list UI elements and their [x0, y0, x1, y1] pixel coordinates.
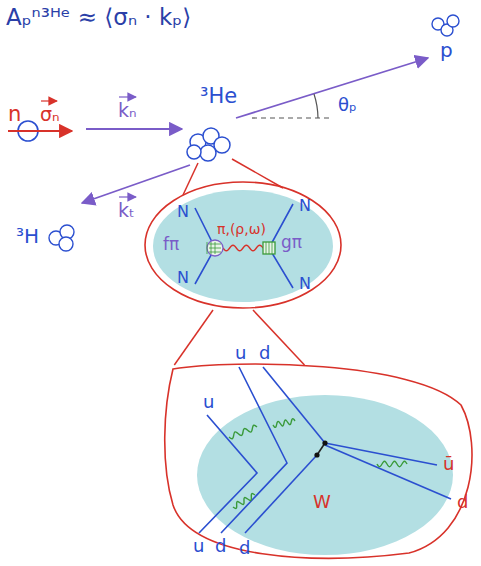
particle-label: W: [313, 493, 331, 511]
ellipse-outline: [145, 182, 341, 308]
quark-line: [263, 367, 325, 443]
particle-label: fπ: [163, 236, 179, 253]
zoom-connector: [253, 310, 305, 365]
ellipse-outline: [165, 364, 472, 558]
triton: [49, 225, 74, 251]
gluon: [233, 494, 255, 509]
quark-line: [221, 367, 287, 533]
nucleon-interaction-ellipse: N N N Nfπ π,(ρ,ω) gπ: [143, 180, 343, 310]
particle-label: N: [177, 270, 189, 286]
quark-interaction-ellipse: uudWūdudd: [165, 365, 475, 560]
gluon: [223, 245, 263, 250]
weak-vertex: [207, 240, 223, 256]
particle-label: N: [299, 198, 311, 214]
strong-vertex: [263, 242, 275, 254]
hatch: [209, 252, 221, 253]
momentum-arrow: [86, 97, 182, 129]
ellipse-fill: [153, 190, 333, 302]
label: ³He: [200, 86, 237, 107]
particle-label: d: [215, 537, 226, 555]
quark-line: [325, 445, 451, 499]
label: kₜ: [118, 201, 135, 220]
gluon: [377, 461, 407, 466]
gluon: [229, 425, 257, 439]
hatch: [272, 242, 273, 254]
label: ³H: [16, 226, 39, 246]
particle-label: d: [259, 344, 270, 362]
hatch: [207, 242, 208, 254]
proton-arrow: [236, 58, 428, 118]
formula-title: Aₚⁿ³ᴴᵉ ≈ ⟨σₙ · kₚ⟩: [6, 6, 191, 29]
quark-line: [245, 455, 317, 533]
hatch: [269, 242, 270, 254]
vertex-dot: [322, 440, 327, 445]
particle-label: ū: [443, 455, 454, 473]
particle-label: d: [457, 493, 468, 511]
triton-arrow: [82, 165, 190, 203]
vertex-dot: [314, 452, 319, 457]
particle-label: gπ: [281, 234, 302, 251]
quark-line: [325, 443, 437, 465]
particle-label: u: [193, 537, 204, 555]
neutron: [8, 101, 72, 141]
particle-label: u: [235, 344, 246, 362]
label: θₚ: [338, 96, 357, 114]
label: n: [8, 104, 21, 125]
helium-nucleus: [187, 128, 230, 161]
zoom-connector: [174, 310, 213, 365]
particle-label: N: [299, 276, 311, 292]
label: p: [440, 40, 453, 60]
ellipse-fill: [197, 395, 453, 555]
particle-label: π,(ρ,ω): [217, 222, 266, 236]
label: σₙ: [40, 105, 60, 124]
particle-label: d: [239, 539, 250, 557]
gluon: [273, 419, 295, 428]
proton: [432, 15, 459, 36]
hatch: [266, 242, 267, 254]
quark-line: [199, 415, 257, 533]
label: kₙ: [118, 101, 137, 120]
particle-label: N: [177, 204, 189, 220]
particle-label: u: [203, 393, 214, 411]
